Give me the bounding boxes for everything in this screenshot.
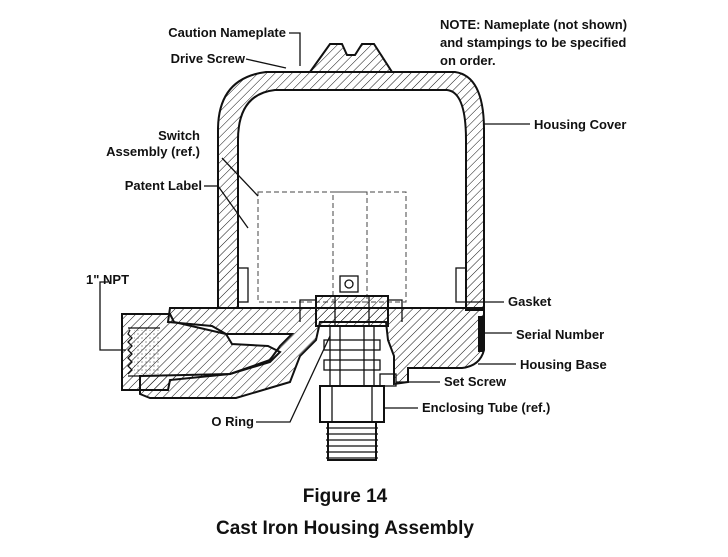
note-line-2: and stampings to be specified [440, 35, 626, 50]
gasket-right [455, 267, 467, 303]
label-gasket: Gasket [508, 294, 552, 309]
center-boss [315, 295, 389, 327]
serial-number-plate [478, 316, 484, 352]
label-serial-number: Serial Number [516, 327, 604, 342]
label-caution-nameplate: Caution Nameplate [168, 25, 286, 40]
tube-threads [327, 421, 377, 461]
leader-lines [99, 32, 530, 423]
label-drive-screw: Drive Screw [171, 51, 246, 66]
label-switch: Switch [158, 128, 200, 143]
housing-base [139, 307, 485, 399]
npt-port [121, 313, 282, 391]
label-housing-base: Housing Base [520, 357, 607, 372]
label-set-screw: Set Screw [444, 374, 507, 389]
note-line-1: NOTE: Nameplate (not shown) [440, 17, 627, 32]
note-line-3: on order. [440, 53, 496, 68]
figure-number: Figure 14 [303, 486, 388, 507]
enclosing-tube [319, 385, 385, 423]
gasket-left [237, 267, 249, 303]
figure-title: Cast Iron Housing Assembly [216, 518, 474, 539]
label-switch-assembly: Assembly (ref.) [106, 144, 200, 159]
label-enclosing-tube: Enclosing Tube (ref.) [422, 400, 550, 415]
npt-threads [127, 329, 133, 375]
label-housing-cover: Housing Cover [534, 117, 626, 132]
switch-assembly [257, 191, 407, 303]
label-o-ring: O Ring [211, 414, 254, 429]
set-screw [379, 373, 397, 387]
nameplate-tab [308, 43, 394, 73]
label-patent-label: Patent Label [125, 178, 202, 193]
label-npt: 1" NPT [86, 272, 129, 287]
switch-stem [332, 191, 368, 303]
